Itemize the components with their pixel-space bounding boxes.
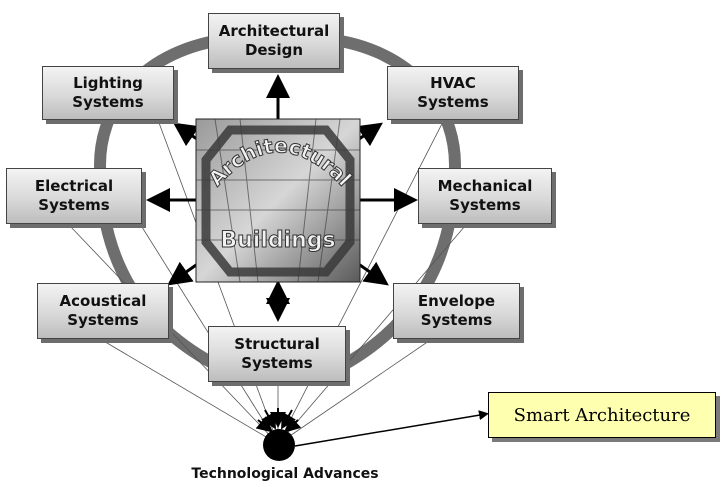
node-hvac-line1: HVAC — [430, 74, 476, 92]
node-structural-systems: Structural Systems — [208, 326, 346, 382]
node-electrical-line1: Electrical — [34, 177, 114, 195]
node-architectural-design-line1: Architectural — [218, 22, 330, 40]
node-lighting-line2: Systems — [72, 93, 144, 111]
influence-lines — [69, 111, 466, 445]
node-acoustical-systems: Acoustical Systems — [37, 283, 169, 339]
node-acoustical-line2: Systems — [67, 311, 139, 329]
node-structural-line2: Systems — [241, 354, 313, 372]
smart-architecture-box: Smart Architecture — [488, 392, 716, 438]
node-lighting-line1: Lighting — [73, 74, 143, 92]
node-hvac-line2: Systems — [417, 93, 489, 111]
node-mechanical-line2: Systems — [449, 196, 521, 214]
node-mechanical-line1: Mechanical — [437, 177, 533, 195]
node-electrical-line2: Systems — [38, 196, 110, 214]
node-envelope-line1: Envelope — [417, 292, 496, 310]
smart-architecture-label: Smart Architecture — [513, 404, 691, 426]
center-title-buildings: Buildings — [220, 228, 335, 253]
node-structural-line1: Structural — [234, 335, 320, 353]
converging-arrows — [255, 408, 302, 433]
node-architectural-design: Architectural Design — [208, 13, 340, 69]
node-envelope-systems: Envelope Systems — [393, 283, 520, 339]
node-envelope-line2: Systems — [420, 311, 493, 329]
center-building-image: Architectural Buildings — [195, 118, 361, 283]
node-electrical-systems: Electrical Systems — [6, 168, 142, 224]
node-lighting-systems: Lighting Systems — [42, 66, 174, 120]
node-architectural-design-line2: Design — [244, 41, 304, 59]
node-hvac-systems: HVAC Systems — [387, 66, 519, 120]
node-mechanical-systems: Mechanical Systems — [418, 168, 552, 224]
smart-architecture-arrow — [294, 410, 489, 447]
technological-advances-label: Technological Advances — [191, 466, 379, 482]
technological-advances-node — [263, 429, 295, 461]
node-acoustical-line1: Acoustical — [59, 292, 147, 310]
